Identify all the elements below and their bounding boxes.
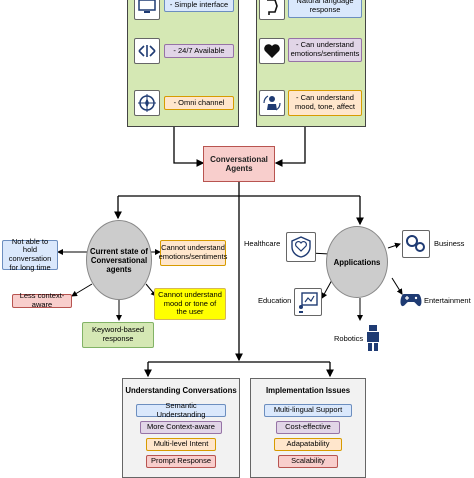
implementation-item-multilingual: Multi-lingual Support (264, 404, 352, 417)
gears-icon (402, 230, 430, 258)
state-no-mood: Cannot understand mood or tone of the us… (154, 288, 226, 320)
current-state-node: Current state of Conversational agents (86, 220, 152, 300)
state-short-conversation: Not able to hold conversation for long t… (2, 237, 58, 271)
gamepad-icon (398, 288, 424, 312)
conversational-agents-node: Conversational Agents (203, 146, 275, 182)
speech-head-icon (259, 0, 285, 20)
implementation-item-scalability: Scalability (278, 455, 338, 468)
implementation-item-adaptability: Adapatability (274, 438, 342, 451)
implementation-item-cost: Cost-effective (276, 421, 340, 434)
app-business-label: Business (434, 239, 465, 248)
state-no-emotions: Cannot understand emotions/sentiments (159, 240, 227, 266)
implementation-title: Implementation Issues (265, 385, 351, 395)
understanding-item-prompt: Prompt Response (146, 455, 216, 468)
arrows-icon (134, 38, 160, 64)
understanding-item-context: More Context-aware (140, 421, 222, 434)
feature-simple-interface: - Simple interface (164, 0, 234, 12)
health-shield-icon (286, 232, 316, 262)
person-cycle-icon (259, 90, 285, 116)
understanding-item-intent: Multi-level Intent (146, 438, 216, 451)
feature-mood-tone: - Can understand mood, tone, affect (288, 90, 362, 116)
applications-node: Applications (326, 226, 388, 298)
app-healthcare-label: Healthcare (244, 239, 281, 248)
robot-icon (364, 324, 382, 352)
app-robotics-label: Robotics (334, 334, 364, 343)
whiteboard-icon (294, 288, 322, 316)
app-entertainment-label: Entertainment (424, 296, 471, 305)
understanding-title: Understanding Conversations (125, 385, 237, 395)
app-education-label: Education (258, 296, 292, 305)
feature-natural-language: Natural language response (288, 0, 362, 18)
feature-always-available: - 24/7 Available (164, 44, 234, 58)
monitor-icon (134, 0, 160, 20)
feature-omni-channel: - Omni channel (164, 96, 234, 110)
compass-icon (134, 90, 160, 116)
understanding-item-semantic: Semantic Understanding (136, 401, 226, 418)
heart-icon (259, 38, 285, 64)
feature-emotions: - Can understand emotions/sentiments (288, 38, 362, 62)
state-keyword-based: Keyword-based response (82, 322, 154, 348)
state-less-context: Less context-aware (12, 292, 72, 309)
